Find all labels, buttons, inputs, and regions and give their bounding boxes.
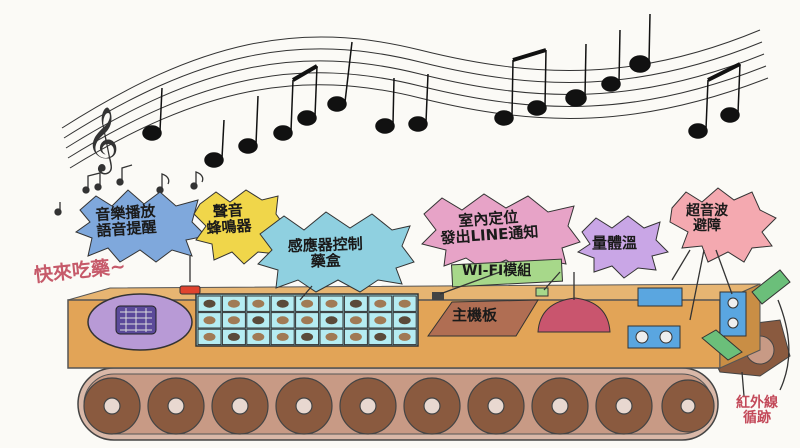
music-notes xyxy=(142,13,741,168)
music-label: 音樂播放 語音提醒 xyxy=(95,202,157,240)
small-notes xyxy=(54,164,204,216)
temperature-sensor xyxy=(537,297,611,333)
pill xyxy=(301,299,314,308)
pill xyxy=(276,316,289,325)
buzzer-icon xyxy=(179,285,201,295)
mainboard-label: 主機板 xyxy=(452,306,498,324)
pill xyxy=(227,299,240,308)
ir-label-line1: 紅外線 xyxy=(736,395,778,411)
pill xyxy=(349,299,362,308)
music-staff xyxy=(61,29,769,169)
treble-clef-icon: 𝄞 xyxy=(86,107,119,174)
pill-box-grid xyxy=(195,293,419,347)
mainboard xyxy=(427,299,539,337)
temp-label-burst xyxy=(576,215,669,279)
speaker-icon xyxy=(87,293,193,351)
pill xyxy=(203,332,216,341)
pill xyxy=(374,299,387,308)
ultrasonic-label-line1: 超音波 xyxy=(686,203,728,219)
pill xyxy=(325,316,338,325)
music-label-burst xyxy=(74,189,208,263)
ir-label-line2: 循跡 xyxy=(743,409,771,426)
pill xyxy=(349,332,362,341)
pill xyxy=(203,299,216,308)
pill xyxy=(252,332,265,341)
pill xyxy=(203,316,216,325)
ultrasonic-label: 超音波 避障 xyxy=(686,204,728,233)
pill xyxy=(227,316,240,325)
pill xyxy=(325,332,338,341)
pill xyxy=(398,299,411,308)
pill xyxy=(398,332,411,341)
leader-lines xyxy=(189,249,790,397)
wifi-label: WI-FI模組 xyxy=(462,263,532,279)
ir-label: 紅外線 循跡 xyxy=(736,396,778,425)
pill xyxy=(349,316,362,325)
ultrasonic-sensor xyxy=(627,287,747,349)
locate-label-burst xyxy=(421,193,581,273)
ir-sensor xyxy=(701,269,791,361)
sensor-label: 感應器控制 藥盒 xyxy=(287,235,363,271)
sensor-label-line2: 藥盒 xyxy=(310,251,342,271)
ultrasonic-label-line2: 避障 xyxy=(693,217,721,234)
temp-label: 量體溫 xyxy=(592,234,638,252)
wifi-chip xyxy=(432,292,444,300)
pill xyxy=(301,332,314,341)
pill xyxy=(276,332,289,341)
pill xyxy=(325,299,338,308)
pill xyxy=(276,299,289,308)
buzzer-label: 聲音 蜂鳴器 xyxy=(205,201,253,238)
tread-wheels xyxy=(83,377,715,435)
pill xyxy=(398,316,411,325)
pill xyxy=(252,316,265,325)
buzzer-label-line2: 蜂鳴器 xyxy=(205,216,253,238)
ultrasonic-label-burst xyxy=(669,187,777,263)
pill xyxy=(374,316,387,325)
locate-label: 室內定位 發出LINE通知 xyxy=(439,208,539,247)
pill xyxy=(227,332,240,341)
pill xyxy=(301,316,314,325)
pill xyxy=(374,332,387,341)
sensor-label-burst xyxy=(257,211,415,293)
pill xyxy=(252,299,265,308)
